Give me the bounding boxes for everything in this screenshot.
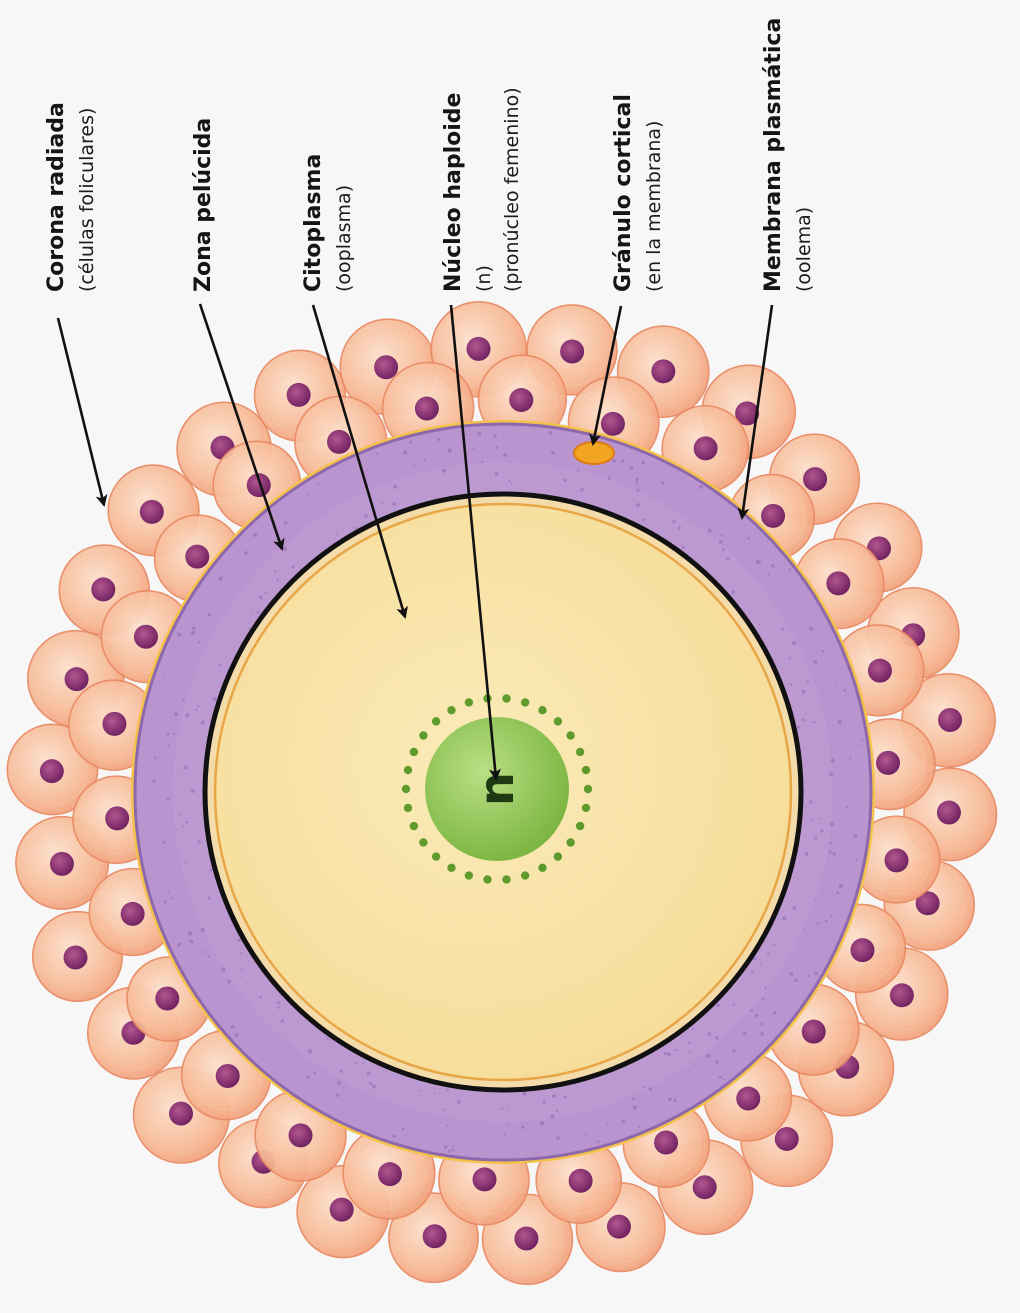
label-granulo-title: Gránulo cortical bbox=[611, 94, 636, 292]
cell-nucleus bbox=[826, 571, 850, 595]
cell-nucleus bbox=[121, 902, 145, 926]
cell-nucleus bbox=[802, 1020, 826, 1044]
cell-nucleus bbox=[216, 1064, 240, 1088]
cell-nucleus bbox=[155, 986, 179, 1010]
cell-nucleus bbox=[876, 751, 900, 775]
cell-nucleus bbox=[694, 436, 718, 460]
cell-nucleus bbox=[473, 1167, 497, 1191]
cell-nucleus bbox=[654, 1131, 678, 1155]
cell-nucleus bbox=[601, 412, 625, 436]
label-membrana-sub: (oolema) bbox=[793, 207, 815, 292]
cell-nucleus bbox=[185, 545, 209, 569]
cell-nucleus bbox=[374, 355, 398, 379]
cell-nucleus bbox=[569, 1169, 593, 1193]
cell-nucleus bbox=[91, 577, 115, 601]
cell-nucleus bbox=[651, 359, 675, 383]
cell-nucleus bbox=[514, 1226, 538, 1250]
label-granulo-sub: (en la membrana) bbox=[643, 121, 665, 292]
label-zona-title: Zona pelúcida bbox=[191, 118, 216, 292]
cell-nucleus bbox=[693, 1175, 717, 1199]
cell-nucleus bbox=[803, 467, 827, 491]
cell-nucleus bbox=[885, 848, 909, 872]
label-zona: Zona pelúcida bbox=[191, 118, 216, 292]
cell-nucleus bbox=[50, 852, 74, 876]
cell-nucleus bbox=[467, 337, 491, 361]
cell-nucleus bbox=[134, 625, 158, 649]
pointer-corona bbox=[58, 318, 104, 505]
cell-nucleus bbox=[560, 339, 584, 363]
cell-nucleus bbox=[102, 712, 126, 736]
label-corona: Corona radiada (células foliculares) bbox=[44, 102, 98, 292]
cell-nucleus bbox=[509, 388, 533, 412]
label-membrana-title: Membrana plasmática bbox=[761, 18, 786, 292]
cell-nucleus bbox=[140, 500, 164, 524]
label-nucleo-title: Núcleo haploide bbox=[441, 93, 466, 292]
label-corona-sub: (células foliculares) bbox=[76, 108, 98, 292]
cell-nucleus bbox=[890, 983, 914, 1007]
label-citoplasma-title: Citoplasma bbox=[301, 154, 326, 292]
cell-nucleus bbox=[40, 759, 64, 783]
cell-nucleus bbox=[423, 1224, 447, 1248]
cell-nucleus bbox=[761, 504, 785, 528]
label-corona-title: Corona radiada bbox=[44, 102, 69, 292]
cell-nucleus bbox=[169, 1102, 193, 1126]
cell-nucleus bbox=[850, 938, 874, 962]
label-nucleo-sub-2: (pronúcleo femenino) bbox=[501, 87, 523, 292]
cell-nucleus bbox=[868, 659, 892, 683]
cell-nucleus bbox=[378, 1162, 402, 1186]
cell-nucleus bbox=[287, 383, 311, 407]
cell-nucleus bbox=[937, 801, 961, 825]
label-membrana: Membrana plasmática (oolema) bbox=[761, 18, 815, 292]
label-nucleo: Núcleo haploide (n) (pronúcleo femenino) bbox=[441, 87, 523, 292]
label-granulo: Gránulo cortical (en la membrana) bbox=[611, 94, 665, 292]
label-citoplasma: Citoplasma (ooplasma) bbox=[301, 154, 355, 292]
cell-nucleus bbox=[330, 1198, 354, 1222]
label-citoplasma-sub: (ooplasma) bbox=[333, 185, 355, 292]
cell-nucleus bbox=[415, 397, 439, 421]
cell-nucleus bbox=[105, 806, 129, 830]
cell-nucleus bbox=[607, 1215, 631, 1239]
label-nucleo-sub-1: (n) bbox=[473, 265, 495, 292]
cell-nucleus bbox=[65, 667, 89, 691]
cortical-granule bbox=[574, 442, 614, 464]
cell-nucleus bbox=[938, 708, 962, 732]
cell-nucleus bbox=[736, 1087, 760, 1111]
cell-nucleus bbox=[64, 946, 88, 970]
cell-nucleus bbox=[327, 430, 351, 454]
cell-nucleus bbox=[289, 1123, 313, 1147]
cell-nucleus bbox=[775, 1127, 799, 1151]
